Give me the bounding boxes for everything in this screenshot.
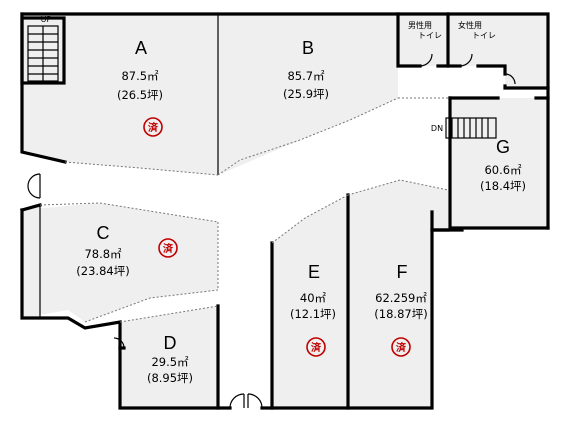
unit-a-stamp-text: 済 [148,121,159,134]
unit-g-letter: G [496,137,510,157]
room-g-fill [450,98,548,228]
toilet-labels: 男性用 トイレ 女性用 トイレ [408,20,496,40]
stairs-up-label: UP [41,15,52,24]
toilet-men-line1: 男性用 [408,20,432,30]
unit-g-tsubo: (18.4坪) [480,179,526,193]
door-left-lower [27,185,41,199]
unit-f-letter: F [397,262,408,282]
unit-b-tsubo: (25.9坪) [283,87,329,101]
unit-f-area: 62.259㎡ [375,291,427,305]
unit-f-label[interactable]: F 62.259㎡ (18.87坪) 済 [374,262,428,357]
door-bottom-left [229,393,245,409]
unit-e-stamp: 済 [306,337,326,357]
room-e-fill [272,195,348,408]
room-left-fill [22,205,40,318]
unit-g-area: 60.6㎡ [484,163,522,177]
room-a-fill [22,14,218,175]
door-toilet-side [504,73,516,85]
door-bottom-right [247,393,263,409]
door-left-upper [27,173,41,187]
room-d-fill [120,306,218,408]
door-toilet-women [459,53,473,67]
unit-a-label[interactable]: A 87.5㎡ (26.5坪) 済 [117,38,163,137]
unit-c-area: 78.8㎡ [84,247,122,261]
room-b-fill [218,14,398,175]
unit-c-stamp: 済 [158,238,178,258]
unit-a-tsubo: (26.5坪) [117,88,163,102]
unit-f-tsubo: (18.87坪) [374,307,427,321]
room-f-fill [348,180,448,408]
unit-a-area: 87.5㎡ [121,69,159,83]
unit-e-tsubo: (12.1坪) [290,307,336,321]
unit-c-label[interactable]: C 78.8㎡ (23.84坪) 済 [76,223,178,278]
door-toilet-men [419,53,433,67]
unit-f-stamp-text: 済 [396,341,407,354]
room-c-fill [22,203,218,322]
unit-e-stamp-text: 済 [311,341,322,354]
toilet-men-line2: トイレ [418,31,442,40]
unit-b-label[interactable]: B 85.7㎡ (25.9坪) [283,38,329,101]
unit-g-label[interactable]: G 60.6㎡ (18.4坪) [480,137,526,193]
door-d [113,337,125,349]
unit-b-letter: B [302,38,314,58]
unit-b-area: 85.7㎡ [287,69,325,83]
toilet-women-line1: 女性用 [458,20,482,30]
unit-f-stamp: 済 [391,337,411,357]
walls [20,12,550,410]
unit-c-tsubo: (23.84坪) [76,264,129,278]
unit-e-letter: E [308,262,320,282]
unit-e-label[interactable]: E 40㎡ (12.1坪) 済 [290,262,336,357]
dashed-boundaries [39,97,450,323]
doors [27,53,516,409]
stairs-down: DN [431,117,497,139]
unit-d-area: 29.5㎡ [151,355,189,369]
unit-d-tsubo: (8.95坪) [147,371,193,385]
unit-d-label[interactable]: D 29.5㎡ (8.95坪) [147,333,193,385]
room-toilets-fill [398,14,548,88]
stairs-up: UP [27,15,59,82]
room-fills [22,14,548,408]
unit-a-letter: A [135,38,147,58]
unit-c-stamp-text: 済 [163,242,174,255]
unit-d-letter: D [164,333,177,353]
unit-e-area: 40㎡ [300,291,327,305]
unit-a-stamp: 済 [143,117,163,137]
unit-c-letter: C [97,223,110,243]
toilet-women-line2: トイレ [472,31,496,40]
stairs-down-label: DN [431,124,443,133]
